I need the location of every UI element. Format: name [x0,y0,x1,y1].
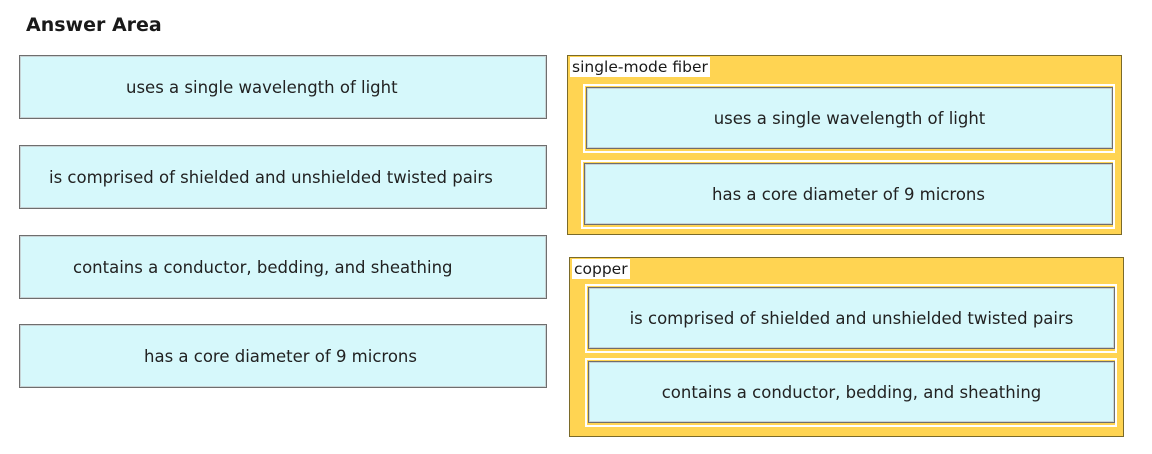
source-tile-conductor[interactable]: contains a conductor, bedding, and sheat… [19,235,547,299]
placed-tile-core-diameter[interactable]: has a core diameter of 9 microns [584,163,1113,225]
source-tile-label: uses a single wavelength of light [126,77,398,97]
source-tile-twisted-pairs[interactable]: is comprised of shielded and unshielded … [19,145,547,209]
source-tile-label: has a core diameter of 9 microns [144,346,417,366]
source-tile-core-diameter[interactable]: has a core diameter of 9 microns [19,324,547,388]
target-single-mode-fiber[interactable]: single-mode fiber uses a single waveleng… [567,55,1122,235]
placed-tile-label: is comprised of shielded and unshielded … [629,308,1074,328]
source-tile-label: is comprised of shielded and unshielded … [49,167,493,187]
source-tile-label: contains a conductor, bedding, and sheat… [73,257,453,277]
placed-tile-label: has a core diameter of 9 microns [712,184,985,204]
drop-slot [585,284,1117,353]
source-tile-wavelength[interactable]: uses a single wavelength of light [19,55,547,119]
drop-slot [581,160,1115,229]
drop-slot [583,84,1115,153]
placed-tile-label: uses a single wavelength of light [713,108,986,128]
placed-tile-wavelength[interactable]: uses a single wavelength of light [586,87,1113,149]
answer-area-title: Answer Area [26,14,162,36]
placed-tile-twisted-pairs[interactable]: is comprised of shielded and unshielded … [588,287,1115,349]
drop-slot [585,358,1117,427]
target-copper[interactable]: copper is comprised of shielded and unsh… [569,257,1124,437]
target-label-single-mode-fiber: single-mode fiber [570,57,710,77]
target-label-copper: copper [572,259,630,279]
placed-tile-conductor[interactable]: contains a conductor, bedding, and sheat… [588,361,1115,423]
placed-tile-label: contains a conductor, bedding, and sheat… [661,382,1042,402]
